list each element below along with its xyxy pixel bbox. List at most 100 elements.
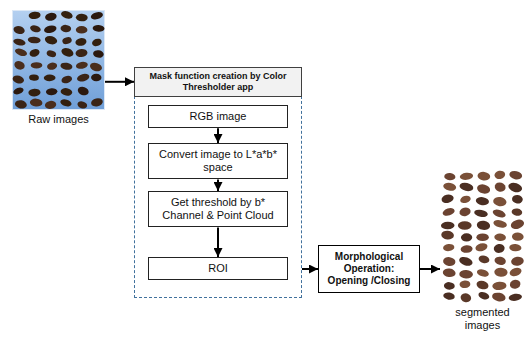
seed [46, 88, 58, 96]
seed [76, 26, 88, 34]
seed [441, 193, 455, 204]
flow-arrow [217, 128, 219, 143]
seed [92, 25, 104, 32]
seed [77, 100, 88, 109]
seed [28, 11, 41, 20]
seed [461, 233, 473, 241]
seed [459, 270, 473, 279]
seed [474, 242, 488, 253]
node-label: RGB image [155, 110, 281, 123]
process-box: Morphological Operation: Opening /Closin… [318, 245, 420, 293]
seed [12, 86, 24, 95]
seed [476, 268, 490, 278]
seed [443, 292, 456, 301]
seed [511, 256, 525, 267]
raw-image: Raw images [12, 10, 105, 110]
seed [477, 171, 491, 181]
seed [493, 243, 505, 253]
seed [494, 267, 508, 277]
seed [491, 291, 506, 302]
seed [76, 13, 88, 21]
seed [75, 49, 88, 58]
node-label: Convert image to L*a*b* space [155, 148, 281, 174]
seed [494, 181, 507, 193]
seed [44, 35, 58, 46]
seed [31, 62, 43, 68]
seed [494, 233, 506, 241]
process-box: Convert image to L*a*b* space [148, 143, 288, 179]
seed [60, 24, 71, 32]
seed [89, 61, 103, 72]
seed [507, 181, 523, 194]
seed [61, 75, 73, 85]
seed-photo [12, 10, 105, 110]
node-label: ROI [155, 262, 281, 275]
photo-ground [12, 10, 105, 110]
seed [441, 230, 454, 240]
seed [460, 245, 473, 253]
seed [90, 11, 104, 21]
seed [509, 279, 522, 290]
seed [476, 233, 488, 241]
seed [494, 170, 506, 180]
seed [442, 207, 456, 217]
seed [28, 36, 41, 44]
seed [510, 218, 525, 231]
seed [12, 74, 25, 85]
flow-arrow [302, 268, 318, 270]
flow-arrow [420, 268, 440, 270]
seed [443, 256, 456, 266]
seed [61, 36, 72, 45]
seed [459, 280, 470, 288]
seed [492, 281, 507, 290]
seed [443, 243, 455, 251]
seed [509, 244, 522, 252]
seed [28, 88, 40, 96]
seed [444, 173, 456, 181]
seed [442, 268, 456, 278]
seed [43, 24, 57, 34]
seed [493, 219, 508, 229]
seed [511, 208, 523, 217]
seed [13, 25, 26, 35]
seed [458, 221, 472, 229]
seed [512, 194, 524, 204]
seed [76, 73, 90, 83]
flow-arrow [217, 227, 219, 257]
seed [444, 282, 455, 290]
seed [512, 232, 524, 241]
node-label: Get threshold by b* Channel & Point Clou… [155, 196, 281, 222]
seed [60, 10, 73, 20]
seed [509, 266, 523, 277]
seed [75, 61, 88, 70]
flow-arrow [217, 179, 219, 191]
seed [29, 24, 41, 33]
seed [59, 98, 72, 108]
seed [441, 222, 455, 230]
mask-function-group: Mask function creation by Color Threshol… [134, 67, 302, 298]
seed [476, 279, 490, 290]
seed [476, 183, 491, 195]
caption-label: Raw images [2, 113, 115, 126]
seed [459, 181, 474, 192]
process-box: ROI [148, 257, 288, 280]
header-label: Mask function creation by Color Threshol… [134, 67, 302, 97]
caption-label: segmented images [440, 306, 525, 331]
seed [90, 97, 103, 108]
seed [60, 46, 74, 58]
seed [29, 48, 41, 58]
seed [474, 209, 489, 218]
seed [492, 208, 507, 219]
seed [44, 12, 57, 22]
seed [29, 74, 39, 81]
seed [44, 100, 57, 110]
process-box: RGB image [148, 105, 288, 128]
seed [14, 47, 28, 57]
seed [459, 195, 471, 205]
segmented-photo [440, 170, 525, 303]
seed [91, 37, 103, 47]
seed [30, 98, 43, 107]
seed [459, 206, 472, 217]
seed [13, 38, 27, 47]
